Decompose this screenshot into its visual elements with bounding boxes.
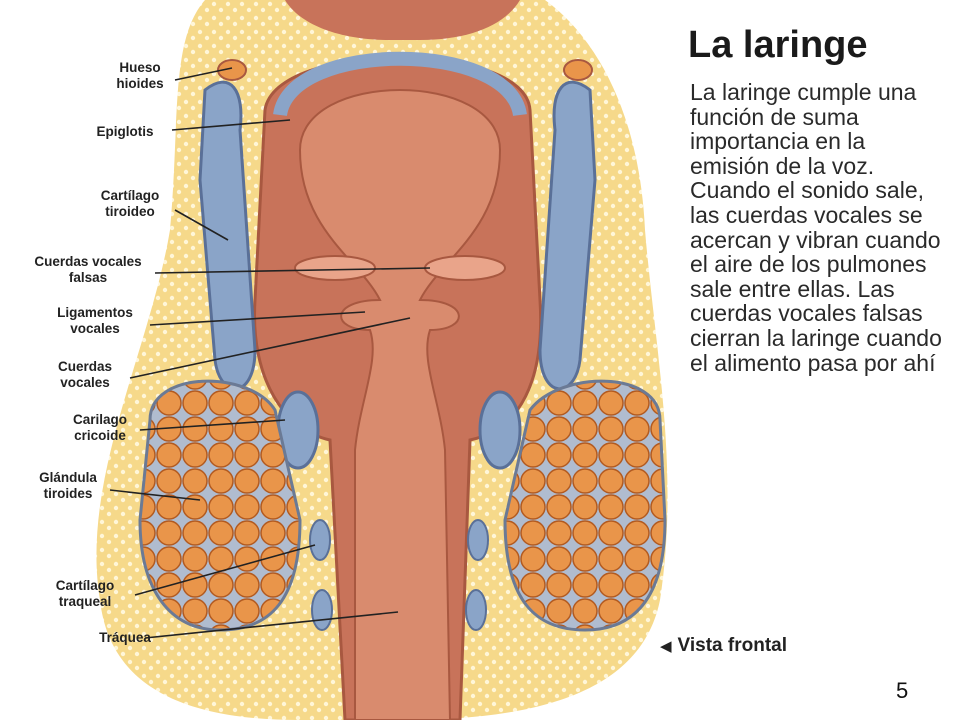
label-cricoide: Carilago cricoide (72, 412, 127, 443)
label-cuerdas-falsas: Cuerdas vocales falsas (34, 254, 142, 285)
leader-lines (109, 67, 431, 639)
larynx-illustration (96, 0, 668, 720)
label-cuerdas-vocales: Cuerdas vocales (57, 359, 113, 390)
laryngeal-lumen (298, 89, 502, 720)
label-hueso-hioides: Hueso hioides (116, 60, 164, 91)
label-cartilago-traqueal: Cartílago traqueal (55, 578, 115, 609)
label-glandula-tiroides: Glándula tiroides (39, 470, 97, 501)
page-title: La laringe (688, 24, 868, 66)
false-cord-left (294, 255, 376, 281)
page-number: 5 (896, 678, 909, 703)
epiglottis (273, 51, 527, 117)
view-caption: ◀ Vista frontal (660, 635, 787, 657)
label-epiglotis: Epiglotis (96, 124, 154, 139)
hyoid-right (563, 59, 593, 81)
triangle-left-icon: ◀ (660, 638, 672, 655)
thyroid-lobe-left (138, 379, 302, 632)
label-cartilago-tiroideo: Cartílago tiroideo (100, 188, 160, 219)
tracheal-ring-r2 (465, 589, 487, 631)
hyoid-left (217, 59, 247, 81)
tracheal-ring-l2 (311, 589, 333, 631)
pharynx-top (285, 0, 520, 40)
thyroid-lobe-right (503, 379, 667, 632)
description-text: La laringe cumple una función de suma im… (690, 79, 942, 376)
tracheal-ring-l1 (309, 519, 331, 561)
view-caption-text: Vista frontal (677, 635, 788, 656)
false-cord-right (424, 255, 506, 281)
label-traquea: Tráquea (99, 630, 151, 645)
tracheal-ring-r1 (467, 519, 489, 561)
thyroid-cartilage-left (198, 80, 257, 391)
label-ligamentos-vocales: Ligamentos vocales (57, 305, 133, 336)
thyroid-cartilage-right (538, 80, 597, 391)
cricoid-right (478, 390, 522, 470)
